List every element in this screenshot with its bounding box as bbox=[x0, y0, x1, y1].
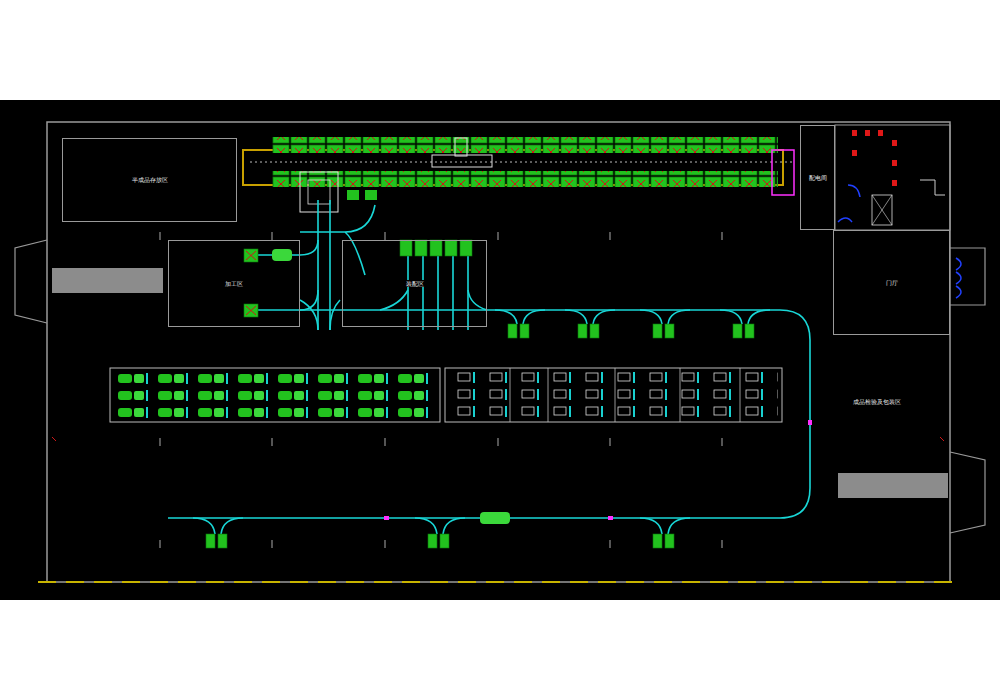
area-box: 加工区 bbox=[168, 240, 300, 327]
area-box: 门厅 bbox=[833, 230, 950, 335]
area-label: 装配区 bbox=[405, 280, 425, 287]
area-label: 加工区 bbox=[224, 280, 244, 287]
area-note: 成品检验及包装区 bbox=[852, 398, 902, 405]
area-box: 半成品存放区 bbox=[62, 138, 237, 222]
area-label: 门厅 bbox=[885, 279, 899, 286]
area-label: 半成品存放区 bbox=[131, 176, 169, 183]
area-label: 配电间 bbox=[808, 174, 828, 181]
area-box: 装配区 bbox=[342, 240, 487, 327]
area-box: 配电间 bbox=[800, 125, 835, 230]
